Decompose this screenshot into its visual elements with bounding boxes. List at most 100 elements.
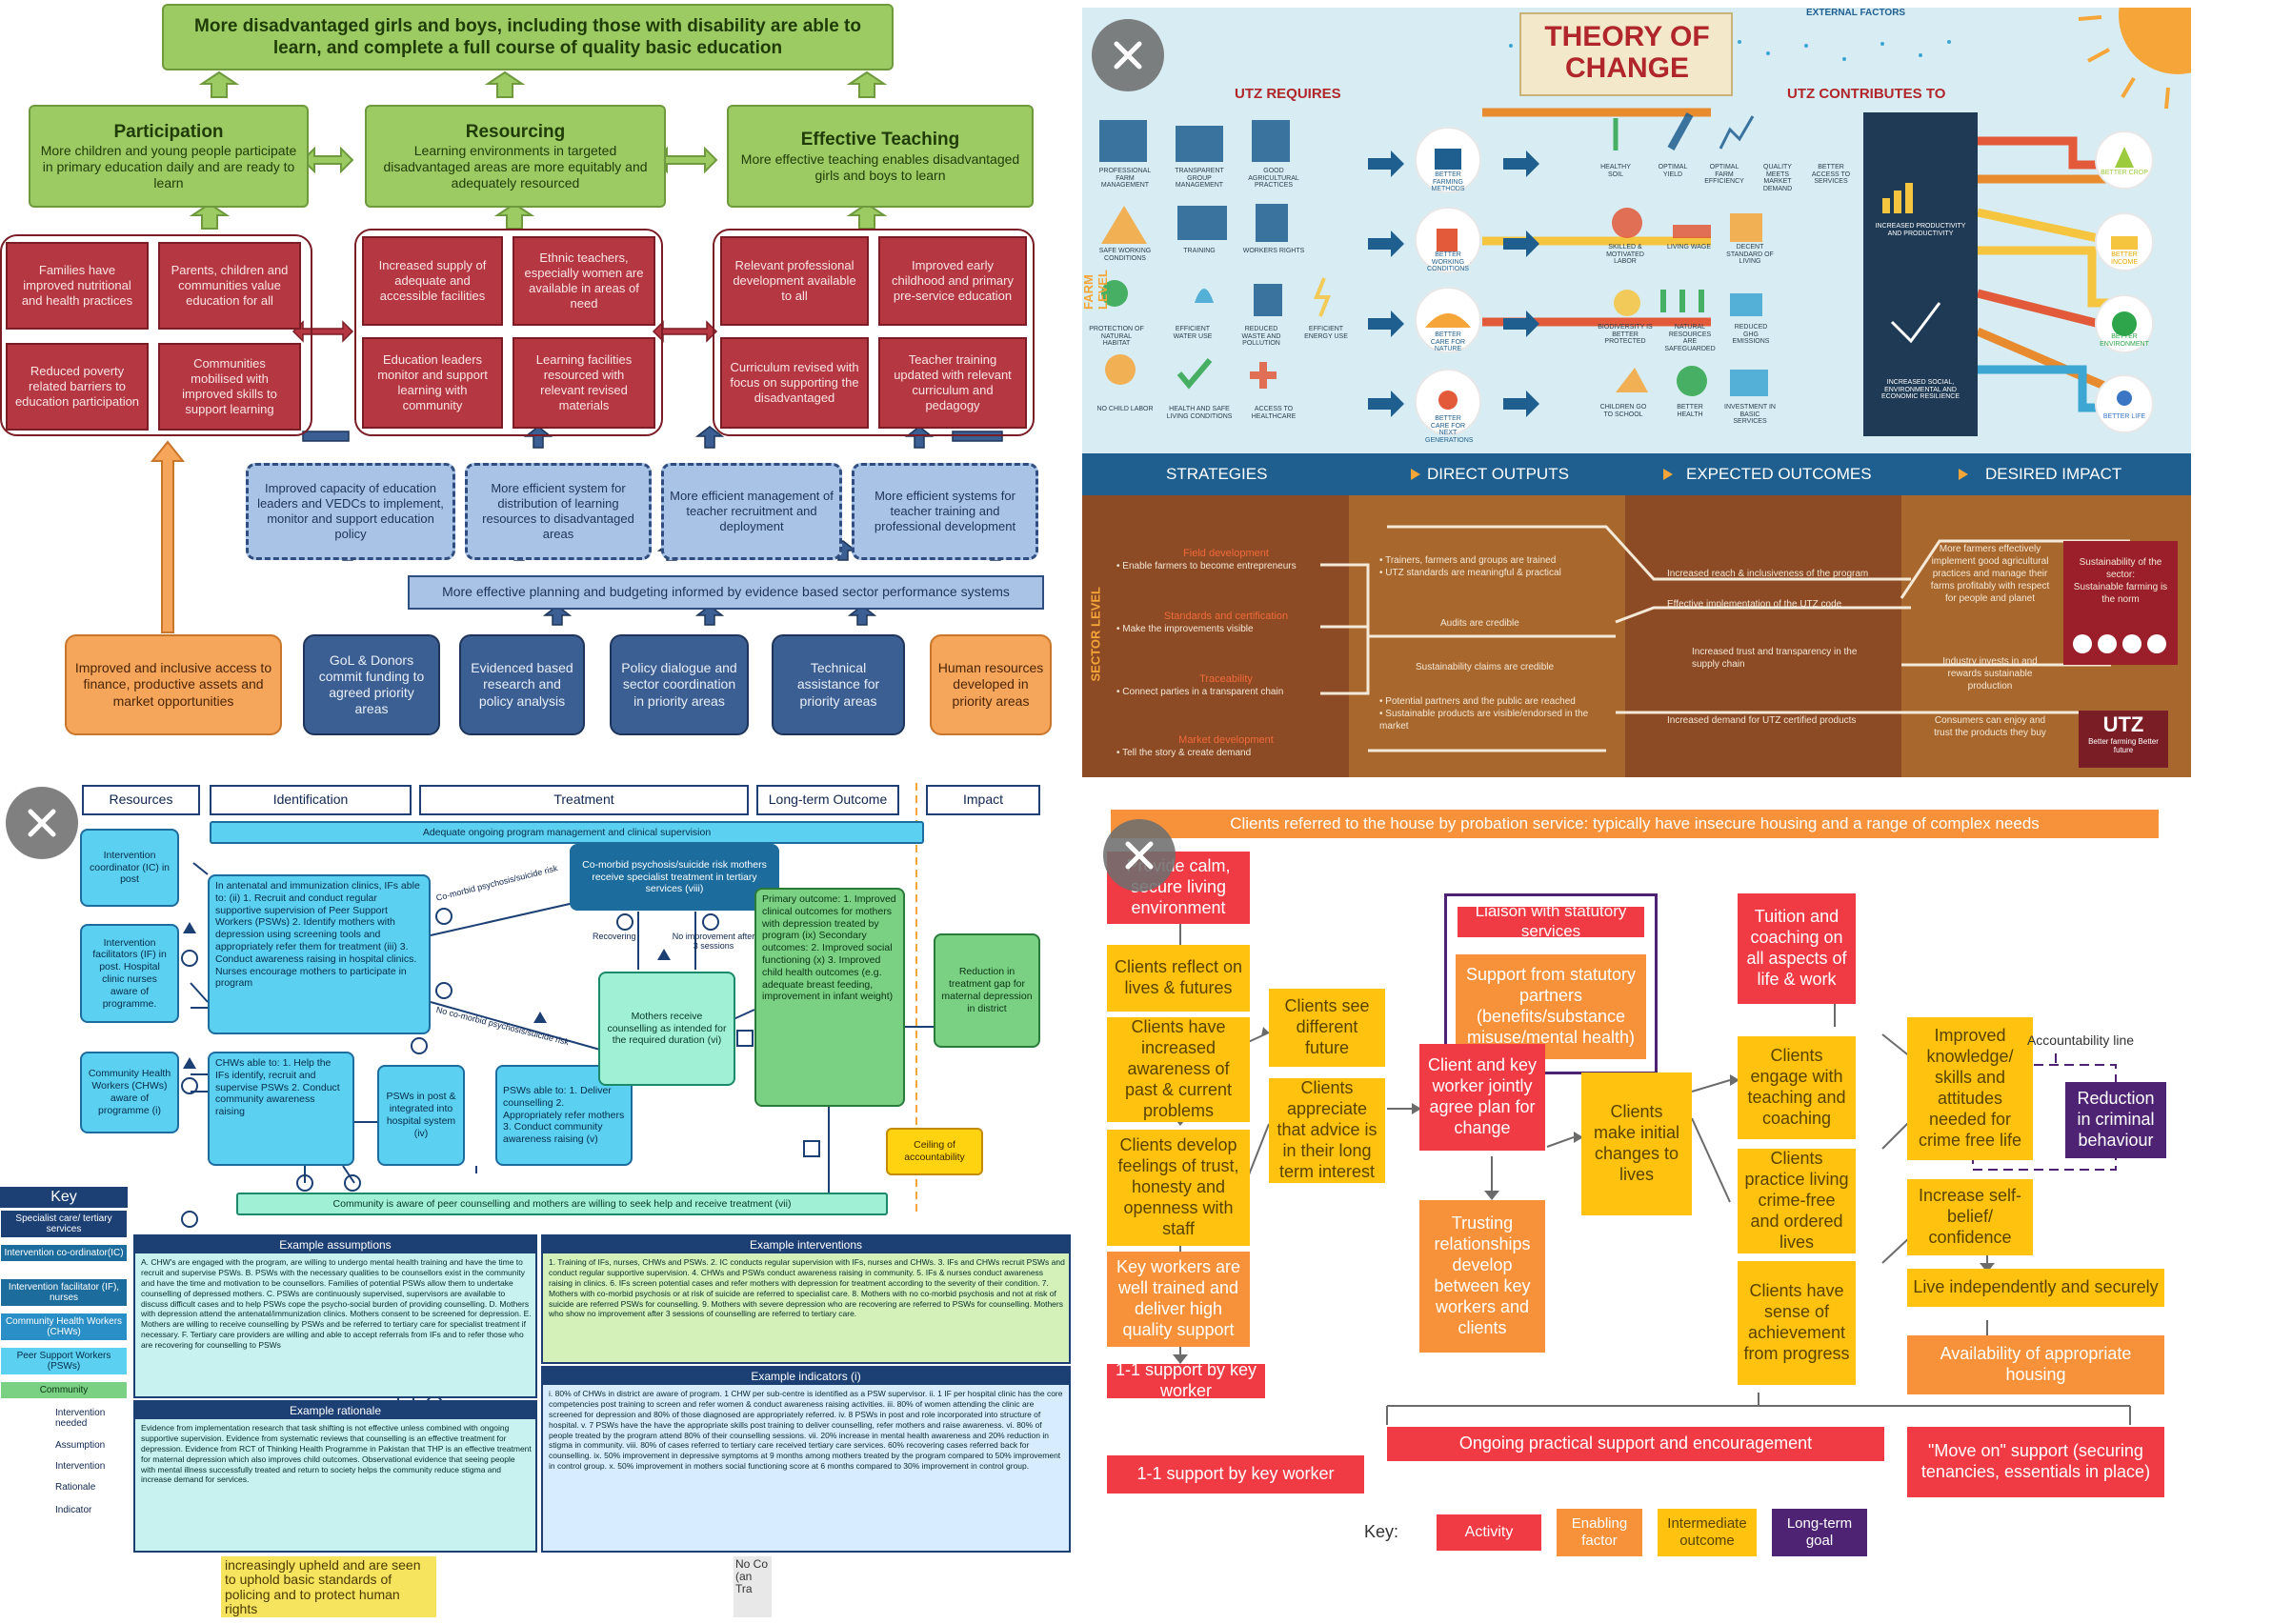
utz-sector-output: • Potential partners and the public are … [1379,696,1589,732]
p3-key-item: Intervention co-ordinator(IC) [0,1244,128,1262]
p3-coordinator-box: Intervention coordinator (IC) in post [80,829,179,907]
utz-stage-outputs: DIRECT OUTPUTS [1427,465,1569,483]
maternal-depression-theory-of-change: Resources Identification Treatment Long-… [0,783,1076,1624]
p4-live-box: Live independently and securely [1907,1269,2164,1307]
p1-input-box: GoL & Donors commit funding to agreed pr… [303,634,440,735]
p3-psw-post-box: PSWs in post & integrated into hospital … [377,1065,465,1166]
p3-assumptions-panel: Example assumptions A. CHW's are engaged… [133,1234,537,1398]
p1-red-box: Communities mobilised with improved skil… [158,343,301,431]
p1-outcome-title: Resourcing [465,121,566,142]
p1-red-box: Reduced poverty related barriers to educ… [6,343,149,431]
p4-liaison-group [1444,893,1658,1074]
p3-mothers-box: Mothers receive counselling as intended … [598,972,735,1086]
utz-contrib-label: BIODIVERSITY IS BETTER PROTECTED [1598,324,1653,346]
p3-header-long-term: Long-term Outcome [756,785,899,815]
close-icon [1109,36,1147,74]
p3-interventions-panel: Example interventions 1. Training of IFs… [541,1234,1071,1364]
close-button[interactable] [1092,19,1164,91]
utz-impact-label: BETTER CROP [2101,170,2148,176]
p1-outcome-text: More effective teaching enables disadvan… [740,150,1020,183]
p3-header-resources: Resources [82,785,200,815]
p1-outcome-participation: Participation More children and young pe… [29,105,309,208]
p1-capacity-box: Improved capacity of education leaders a… [246,463,455,560]
p1-capacity-box: More efficient system for distribution o… [465,463,652,560]
utz-req-label: TRANSPARENT GROUP MANAGEMENT [1175,168,1224,190]
p1-goal: More disadvantaged girls and boys, inclu… [162,4,894,70]
utz-goal-text: Sustainable farming is the norm [2073,582,2168,605]
utz-req-label: GOOD AGRICULTURAL PRACTICES [1248,168,1299,190]
education-theory-of-change: More disadvantaged girls and boys, inclu… [0,0,1063,752]
utz-contrib-label: BETTER ACCESS TO SERVICES [1811,164,1851,186]
utz-title: THEORY OF CHANGE [1544,21,1710,84]
p3-key-item: Specialist care/ tertiary services [0,1210,128,1238]
p3-primary-outcome-box: Primary outcome: 1. Improved clinical ou… [754,888,905,1107]
utz-req-label: PROFESSIONAL FARM MANAGEMENT [1098,168,1152,190]
panel1-connectors [150,70,1011,633]
p3-edge-label: No improvement after 3 sessions [672,932,755,951]
utz-contrib-label: DECENT STANDARD OF LIVING [1726,244,1774,266]
p4-aware-box: Clients have increased awareness of past… [1107,1017,1250,1122]
utz-req-label: EFFICIENT WATER USE [1173,326,1213,340]
p4-achieve-box: Clients have sense of achievement from p… [1738,1261,1856,1385]
utz-sector-strategy: Field development• Enable farmers to bec… [1116,547,1336,572]
p3-rationale-title: Example rationale [135,1402,535,1419]
utz-stage-impact: DESIRED IMPACT [1985,465,2122,483]
p4-reduction-box: Reduction in criminal behaviour [2065,1082,2166,1158]
p3-facilitator-box: Intervention facilitators (IF) in post. … [80,924,179,1023]
p1-outcome-title: Participation [113,121,224,142]
close-button[interactable] [6,787,78,859]
p1-human-box: Human resources developed in priority ar… [930,634,1052,735]
utz-logo-tagline: Better farming Better future [2088,737,2159,754]
p4-changes-box: Clients make initial changes to lives [1581,1073,1692,1215]
p3-indicators-panel: Example indicators (i) i. 80% of CHWs in… [541,1366,1071,1553]
utz-sector-outcome: Increased trust and transparency in the … [1692,647,1858,670]
p3-header-treatment: Treatment [419,785,749,815]
utz-sector-impact: Consumers can enjoy and trust the produc… [1934,715,2046,738]
p3-legend-item: Rationale [55,1482,96,1493]
utz-output-text: Sustainable products are visible/endorse… [1379,709,1589,732]
utz-contrib-label: CHILDREN GO TO SCHOOL [1599,404,1647,418]
utz-requires-label: UTZ REQUIRES [1235,86,1341,102]
p1-capacity-box: More efficient systems for teacher train… [852,463,1038,560]
utz-sector-outcome: Increased reach & inclusiveness of the p… [1667,569,1869,579]
utz-sector-outcome: Increased demand for UTZ certified produ… [1667,715,1857,726]
utz-sector-impact: Industry invests in and rewards sustaina… [1942,656,2038,692]
p4-housing-box: Availability of appropriate housing [1907,1335,2164,1394]
utz-sector-output: Audits are credible [1440,618,1519,629]
utz-strategy-title: Market development [1178,734,1274,746]
p4-key-enabling: Enabling factor [1557,1509,1642,1556]
utz-strategy-title: Field development [1183,548,1269,559]
p4-banner: Clients referred to the house by probati… [1111,810,2159,838]
utz-output-label: BETTER WORKING CONDITIONS [1427,251,1469,273]
utz-impact-label: BETTER LIFE [2102,413,2146,420]
p1-red-box: Teacher training updated with relevant c… [878,337,1027,429]
p3-interventions-text: 1. Training of IFs, nurses, CHWs and PSW… [549,1257,1065,1319]
close-button[interactable] [1103,819,1176,892]
p1-red-box: Parents, children and communities value … [158,242,301,330]
p1-red-box: Families have improved nutritional and h… [6,242,149,330]
p4-moveon-box: "Move on" support (securing tenancies, e… [1907,1427,2164,1497]
p1-input-box: Policy dialogue and sector coordination … [610,634,749,735]
utz-farm-level: FARM LEVEL [1082,270,1110,310]
utz-output-label: BETTER CARE FOR NEXT GENERATIONS [1425,415,1474,445]
utz-sector-strategy: Standards and certification• Make the im… [1116,610,1336,635]
p1-red-box: Relevant professional development availa… [720,236,869,326]
p4-trained-box: Key workers are well trained and deliver… [1107,1252,1250,1347]
utz-req-label: PROTECTION OF NATURAL HABITAT [1089,326,1144,348]
utz-sector-strategy: Market development• Tell the story & cre… [1116,733,1336,759]
utz-contrib-label: OPTIMAL YIELD [1658,164,1688,178]
utz-strategy-text: Tell the story & create demand [1122,748,1252,759]
utz-sector-output: • Trainers, farmers and groups are train… [1379,555,1561,578]
utz-theory-of-change: THEORY OF CHANGE EXTERNAL FACTORS UTZ RE… [1082,8,2191,777]
p3-legend-item: Indicator [55,1505,92,1515]
p3-legend-item: Assumption [55,1440,106,1451]
p4-liaison-box: Liaison with statutory services [1456,905,1646,939]
p3-legend-item: Intervention [55,1461,106,1472]
utz-output-text: UTZ standards are meaningful & practical [1385,568,1561,578]
utz-req-label: ACCESS TO HEALTHCARE [1251,406,1297,420]
utz-contrib-label: BETTER HEALTH [1677,404,1703,418]
p1-red-box: Learning facilities resourced with relev… [513,337,655,429]
p1-input-box: Technical assistance for priority areas [772,634,905,735]
p3-key-item: Intervention facilitator (IF), nurses [0,1278,128,1307]
utz-impact-label: BETTER ENVIRONMENT [2100,333,2149,348]
